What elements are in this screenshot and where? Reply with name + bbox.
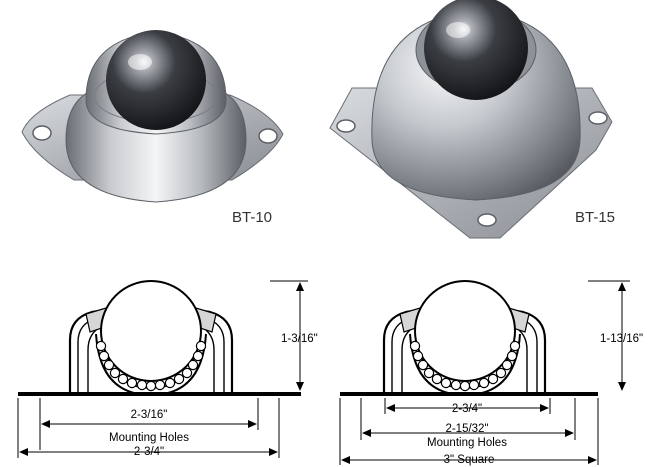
- bt10-ball: [106, 30, 206, 130]
- bt15-drawing-ball: [414, 280, 516, 382]
- bt10-dimensions: [17, 280, 308, 458]
- bt15-cross-section: [340, 280, 598, 397]
- bt10-mount-hole-left: [32, 125, 52, 141]
- bt15-dimensions: [339, 280, 630, 465]
- bt10-support-balls: [95, 340, 207, 392]
- bt15-overall-square-label: 3" Square: [444, 454, 495, 466]
- bt15-mounting-spacing-label: 2-15/32": [445, 423, 488, 435]
- bt15-inner-width-label: 2-3/4": [452, 403, 482, 415]
- bt10-mount-hole-right: [258, 128, 278, 144]
- bt10-photo: [21, 30, 284, 203]
- bt10-mounting-holes-label: Mounting Holes: [109, 432, 189, 444]
- bt10-height-label: 1-3/16": [281, 333, 318, 345]
- bt15-mounting-holes-label: Mounting Holes: [427, 437, 507, 449]
- bt15-photo: [329, 0, 613, 239]
- bt15-support-balls: [409, 340, 521, 392]
- bt10-overall-length-label: 2-3/4": [134, 446, 164, 458]
- bt15-mount-hole-front: [477, 213, 497, 227]
- bt10-model-label: BT-10: [232, 209, 272, 226]
- bt15-mount-hole-right: [588, 111, 608, 125]
- bt10-cross-section: [18, 280, 301, 397]
- bt15-model-label: BT-15: [575, 209, 615, 226]
- bt15-ball: [424, 0, 528, 100]
- bt10-drawing-ball: [100, 280, 202, 382]
- bt10-mounting-spacing-label: 2-3/16": [131, 409, 168, 421]
- bt15-height-label: 1-13/16": [600, 333, 643, 345]
- bt15-mount-hole-left: [336, 119, 356, 133]
